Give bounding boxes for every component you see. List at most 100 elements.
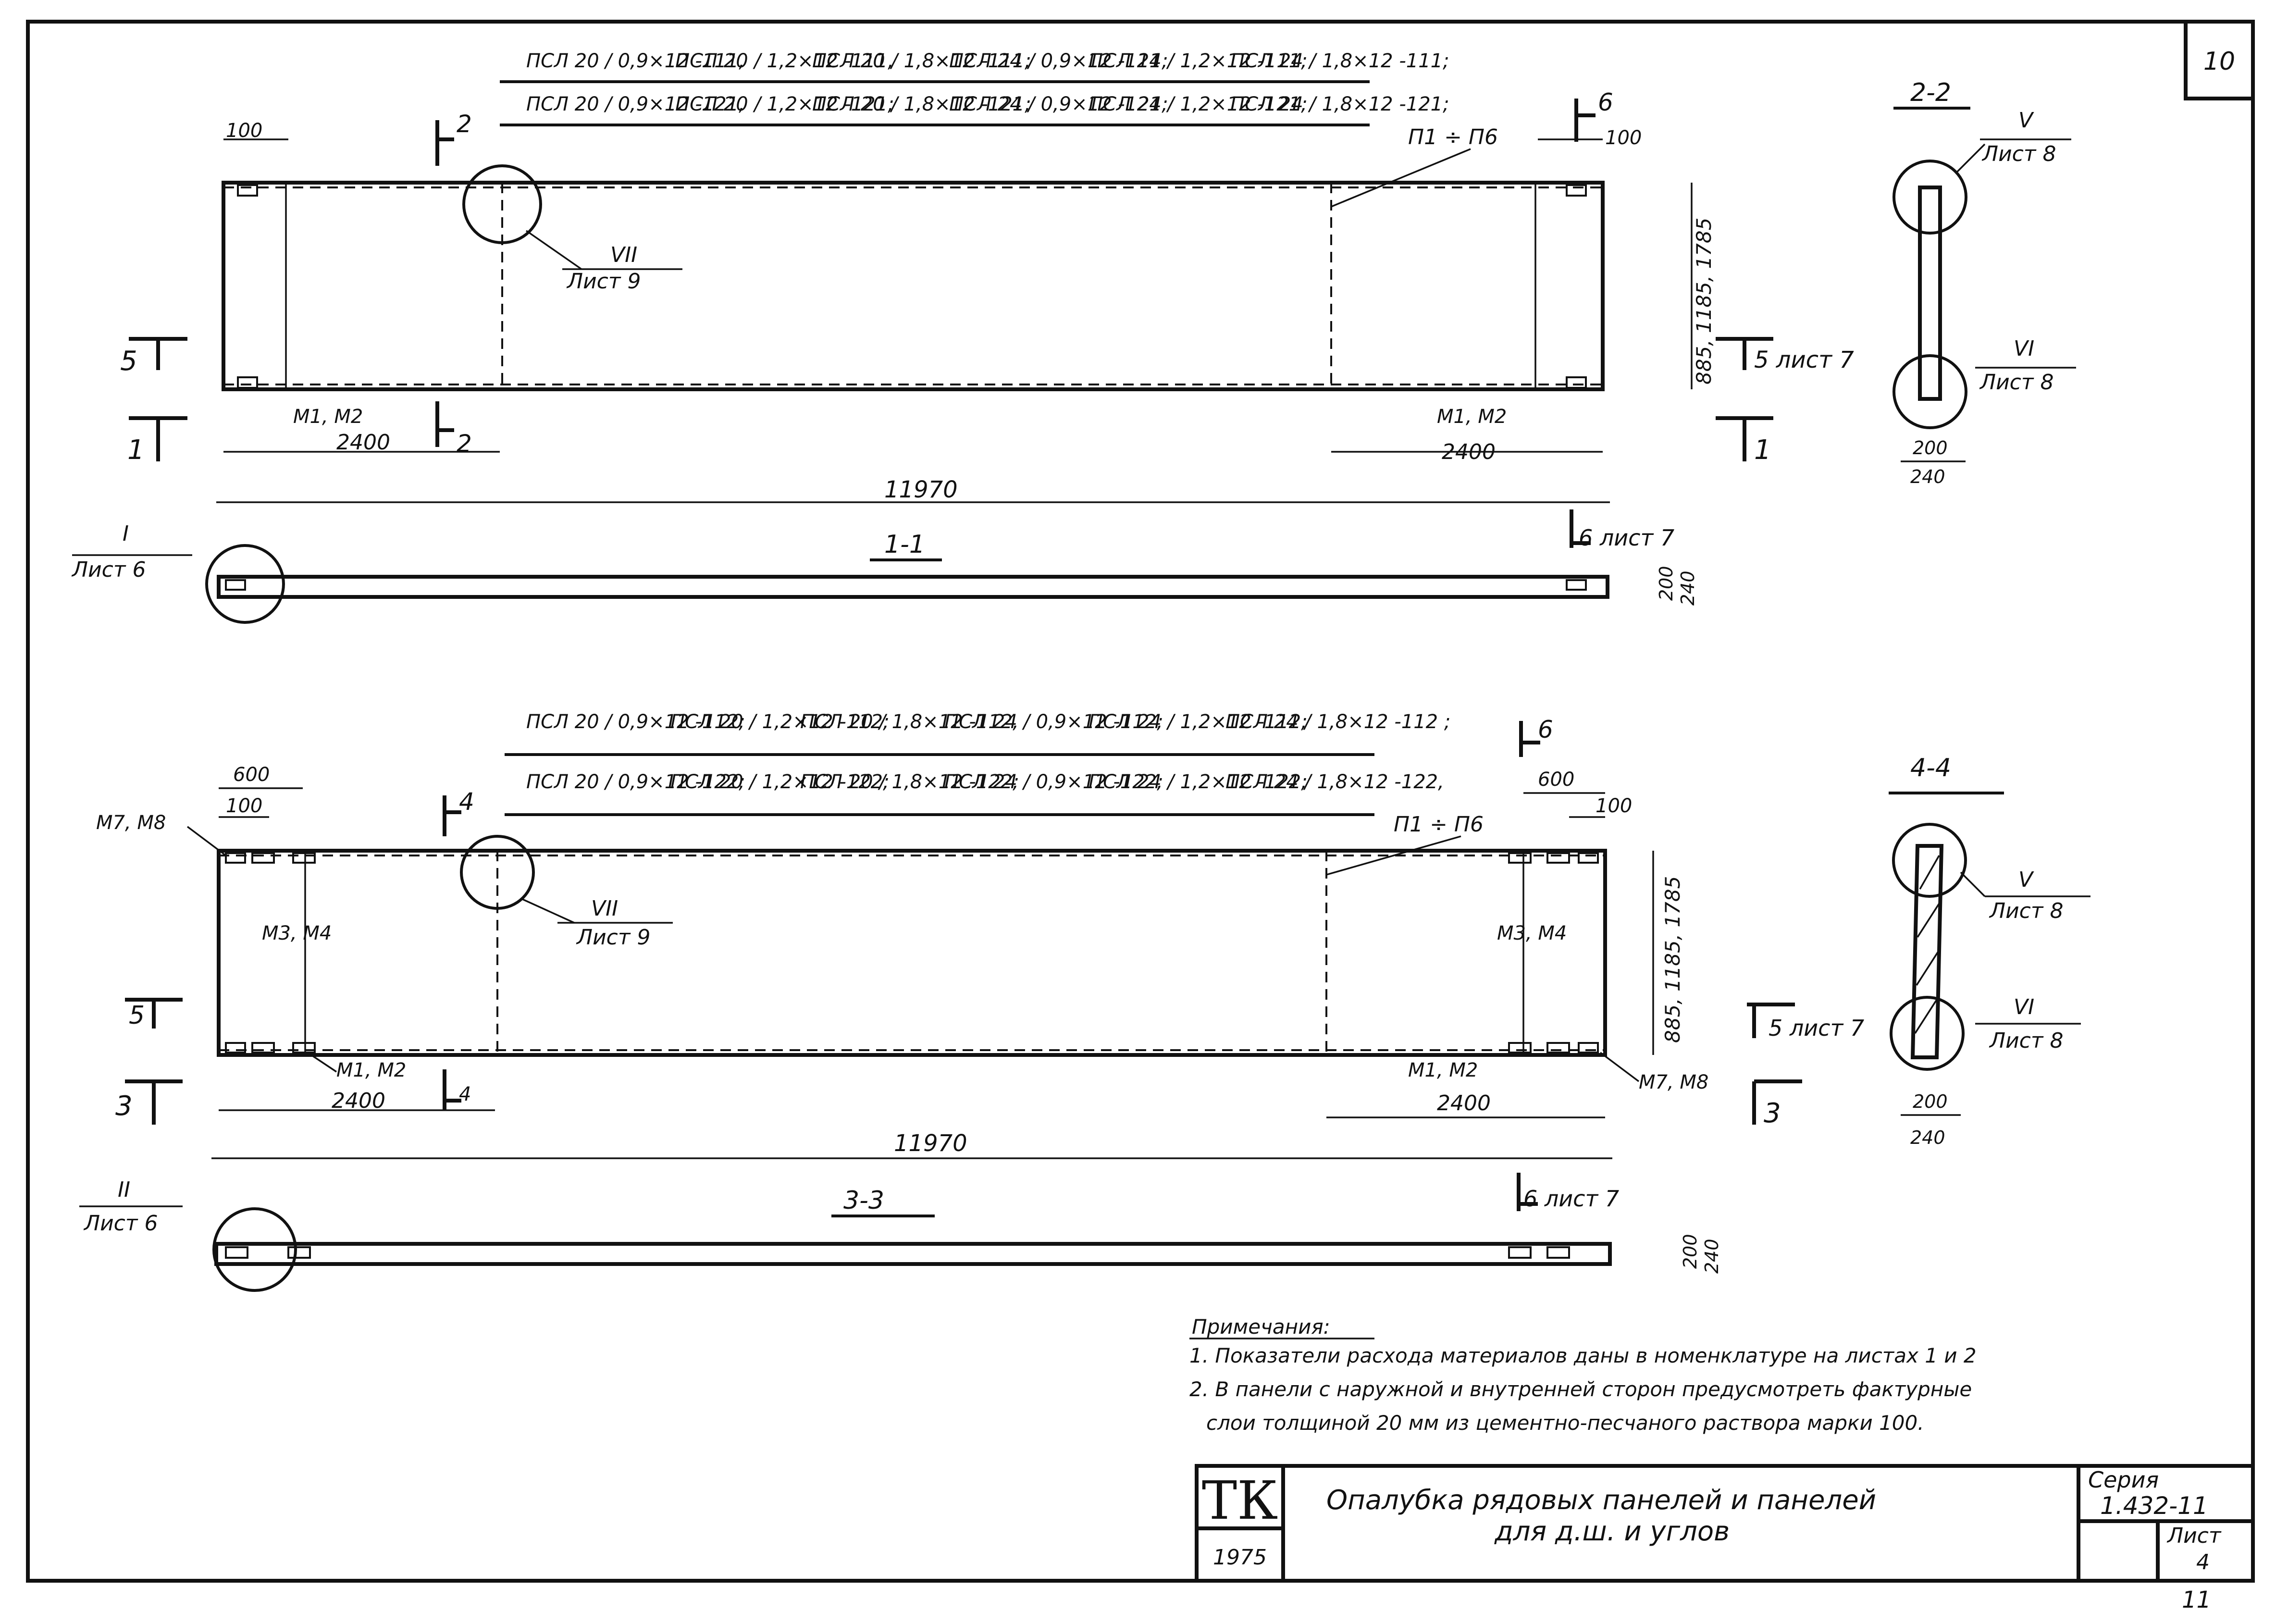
top-mark-4: ПСЛ 24 / 0,9×12 -111; xyxy=(949,50,1168,72)
top-dim-right-100: 100 xyxy=(1605,127,1642,149)
section-3-3-sec6: 6 лист 7 xyxy=(1523,1186,1619,1212)
section-3-3-detail-circle xyxy=(212,1207,297,1292)
top-sec1-right: 1 xyxy=(1754,434,1771,466)
section-1-1-sec6: 6 лист 7 xyxy=(1579,525,1674,551)
section-2-2-profile xyxy=(1918,186,1942,401)
top-mark-5: ПСЛ 24 / 1,2×12 -111; xyxy=(1089,50,1308,72)
section-4-4-callout-vi-num: VI xyxy=(2014,995,2034,1019)
top-sec5-right: 5 лист 7 xyxy=(1754,347,1854,373)
section-3-3-callout-num: II xyxy=(118,1178,130,1202)
top-dim-height: 885, 1185, 1785 xyxy=(1692,218,1716,384)
section-1-1-callout-sheet: Лист 6 xyxy=(71,558,146,582)
top-sec2-label: 2 xyxy=(457,110,472,138)
top-dim-total: 11970 xyxy=(884,476,958,503)
title-block-org: ТК xyxy=(1202,1470,1278,1531)
bottom-mark-4: ПСЛ 24 / 0,9×12 -112; xyxy=(944,711,1163,733)
bottom-mark-5: ПСЛ 24 / 1,2×12 -112; xyxy=(1089,711,1308,733)
bottom-mark-11: ПСЛ 24 / 1,2×12 -122; xyxy=(1089,771,1308,793)
bottom-sec5-right: 5 лист 7 xyxy=(1769,1015,1864,1041)
top-sec5-label: 5 xyxy=(120,346,137,377)
bottom-mark-m1-right: М1, М2 xyxy=(1408,1059,1478,1081)
bottom-mark-p: П1 ÷ П6 xyxy=(1394,812,1484,837)
top-mark-8: ПСЛ 20 / 1,2×12 -121; xyxy=(675,93,894,115)
top-dim-right-2400: 2400 xyxy=(1442,440,1496,464)
top-panel-outline xyxy=(222,181,1605,391)
bottom-mark-m1-left: М1, М2 xyxy=(336,1059,406,1081)
page-number: 11 xyxy=(2182,1587,2211,1613)
title-block: ТК 1975 Опалубка рядовых панелей и панел… xyxy=(1195,1464,2255,1583)
section-4-4-profile xyxy=(1910,844,1944,1059)
title-block-title-2: для д.ш. и углов xyxy=(1494,1516,1730,1547)
section-2-2-callout-v-sheet: Лист 8 xyxy=(1981,142,2056,166)
title-block-sheet-label: Лист xyxy=(2166,1524,2222,1548)
bottom-mark-12: ПСЛ 24 / 1,8×12 -122, xyxy=(1225,771,1444,793)
top-dim-left-2400: 2400 xyxy=(336,430,390,455)
top-mark-9: ПСЛ 20 / 1,8×12 -121; xyxy=(812,93,1031,115)
section-4-4-callout-vi-sheet: Лист 8 xyxy=(1989,1029,2063,1053)
section-2-2-callout-v-num: V xyxy=(2018,108,2034,133)
notes-line-2: 2. В панели с наружной и внутренней стор… xyxy=(1189,1377,1972,1401)
bottom-dim-left-2400: 2400 xyxy=(332,1089,385,1113)
bottom-sec6-label: 6 xyxy=(1538,716,1553,744)
section-4-4-callout-v-num: V xyxy=(2018,868,2034,892)
notes: Примечания: 1. Показатели расхода матери… xyxy=(1189,1315,1977,1435)
notes-heading: Примечания: xyxy=(1192,1315,1330,1339)
top-mark-12: ПСЛ 24 / 1,8×12 -121; xyxy=(1230,93,1449,115)
section-3-3-dim-200: 200 xyxy=(1680,1234,1701,1269)
bottom-mark-6: ПСЛ 24 / 1,8×12 -112 ; xyxy=(1225,711,1450,733)
section-1-1: 1-1 I Лист 6 6 лист 7 200 240 xyxy=(71,509,1698,624)
bottom-panel-view: ПСЛ 20 / 0,9×12 -112; ПСЛ 20 / 1,2×12 -1… xyxy=(96,711,1864,1159)
bottom-mark-8: ПСЛ 20 / 1,2×12 -122; xyxy=(670,771,890,793)
section-3-3-callout-sheet: Лист 6 xyxy=(83,1211,158,1236)
bottom-panel-outline xyxy=(217,849,1607,1057)
top-detail-vii-circle xyxy=(462,164,542,244)
bottom-sec4-label: 4 xyxy=(459,788,474,816)
bottom-mark-m3-right: М3, М4 xyxy=(1497,922,1567,944)
bottom-mark-3: ПСЛ 20 / 1,8×12 -112, xyxy=(800,711,1019,733)
top-mark-right: М1, М2 xyxy=(1437,406,1507,428)
bottom-mark-m7-right: М7, М8 xyxy=(1639,1071,1708,1093)
top-sec6-label: 6 xyxy=(1598,88,1613,116)
bottom-dim-height: 885, 1185, 1785 xyxy=(1661,876,1684,1043)
bottom-mark-9: ПСЛ 20 / 1,8×12 -122; xyxy=(800,771,1019,793)
section-2-2-callout-vi-sheet: Лист 8 xyxy=(1979,370,2053,395)
title-block-year: 1975 xyxy=(1213,1545,1267,1570)
bottom-mark-m7-left: М7, М8 xyxy=(96,812,166,834)
section-4-4-dim-240: 240 xyxy=(1910,1127,1945,1148)
top-mark-p: П1 ÷ П6 xyxy=(1408,125,1498,149)
bottom-mark-7: ПСЛ 20 / 0,9×12 -122; xyxy=(526,771,745,793)
top-mark-10: ПСЛ 24 / 0,9×12 -121; xyxy=(949,93,1168,115)
section-2-2: 2-2 V Лист 8 VI Лист 8 200 240 xyxy=(1893,78,2076,487)
bottom-mark-1: ПСЛ 20 / 0,9×12 -112; xyxy=(526,711,745,733)
section-3-3-profile xyxy=(214,1242,1612,1266)
bottom-detail-vii-circle xyxy=(460,835,535,910)
sheet-number-box xyxy=(2184,20,2255,100)
notes-line-1: 1. Показатели расхода материалов даны в … xyxy=(1189,1344,1977,1367)
sheet-number: 10 xyxy=(2203,47,2235,76)
title-block-sheet-value: 4 xyxy=(2196,1550,2210,1574)
top-marks: ПСЛ 20 / 0,9×12 -111, ПСЛ 20 / 1,2×12 -1… xyxy=(500,50,1449,126)
top-mark-3: ПСЛ 20 / 1,8×12 -111; xyxy=(812,50,1031,72)
bottom-dim-left-600: 600 xyxy=(233,764,270,786)
bottom-sec4-low: 4 xyxy=(459,1083,471,1105)
section-4-4: 4-4 V Лист 8 VI Лист 8 200 240 xyxy=(1889,754,2090,1148)
top-mark-7: ПСЛ 20 / 0,9×12 -121, xyxy=(526,93,745,115)
bottom-mark-2: ПСЛ 20 / 1,2×12 -112; xyxy=(670,711,890,733)
section-3-3-title: 3-3 xyxy=(843,1186,884,1215)
bottom-marks: ПСЛ 20 / 0,9×12 -112; ПСЛ 20 / 1,2×12 -1… xyxy=(505,711,1450,816)
section-1-1-detail-circle xyxy=(205,544,285,624)
top-callout-vii-num: VII xyxy=(610,243,637,267)
section-4-4-dim-200: 200 xyxy=(1913,1091,1948,1112)
section-2-2-dim-240: 240 xyxy=(1910,466,1945,487)
section-2-2-dim-200: 200 xyxy=(1913,437,1948,459)
top-mark-2: ПСЛ 20 / 1,2×12 -111, xyxy=(675,50,894,72)
bottom-sec3-label: 3 xyxy=(115,1091,133,1122)
top-mark-left: М1, М2 xyxy=(293,406,363,428)
bottom-dim-total: 11970 xyxy=(894,1130,967,1157)
section-1-1-title: 1-1 xyxy=(884,530,925,559)
bottom-dim-right-600: 600 xyxy=(1538,769,1574,791)
bottom-mark-m3-left: М3, М4 xyxy=(262,922,332,944)
top-callout-vii-sheet: Лист 9 xyxy=(566,269,641,294)
title-block-title-1: Опалубка рядовых панелей и панелей xyxy=(1326,1485,1876,1516)
title-block-series-label: Серия xyxy=(2088,1467,2159,1493)
